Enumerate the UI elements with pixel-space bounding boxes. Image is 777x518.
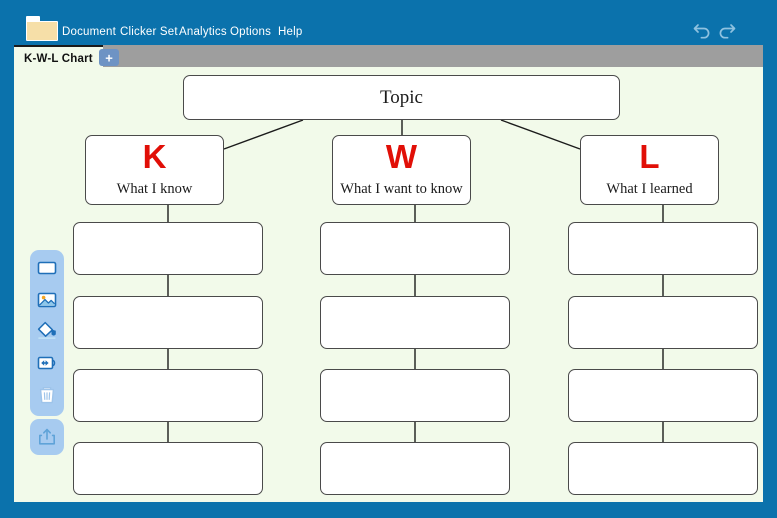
document-canvas[interactable]: Topic K What I know W What I want to kno… <box>14 67 763 502</box>
node-cell-k-4[interactable] <box>73 442 263 495</box>
menu-item-options[interactable]: Options <box>230 26 272 38</box>
tab-kwl-chart[interactable]: K-W-L Chart <box>14 45 103 70</box>
connector-lines <box>167 119 664 442</box>
tab-strip <box>14 45 763 67</box>
node-cell-w-2[interactable] <box>320 296 510 349</box>
plus-icon: + <box>105 50 113 65</box>
node-header-w-letter: W <box>385 138 418 175</box>
node-header-k[interactable]: K What I know <box>85 135 224 205</box>
menu-bar: Document Clicker Set Analytics Options H… <box>0 0 777 45</box>
node-header-l[interactable]: L What I learned <box>580 135 719 205</box>
share-export-icon[interactable] <box>35 425 59 449</box>
sound-icon[interactable] <box>35 351 59 375</box>
menu-item-document[interactable]: Document <box>62 26 117 38</box>
add-tab-button[interactable]: + <box>99 49 119 66</box>
node-cell-w-1[interactable] <box>320 222 510 275</box>
node-topic-label: Topic <box>380 86 423 108</box>
node-cell-l-3[interactable] <box>568 369 758 422</box>
paint-bucket-icon[interactable] <box>35 319 59 343</box>
redo-icon[interactable] <box>715 18 739 42</box>
tab-label: K-W-L Chart <box>24 52 93 65</box>
tool-palette <box>30 250 64 416</box>
node-cell-l-4[interactable] <box>568 442 758 495</box>
shape-rectangle-icon[interactable] <box>35 256 59 280</box>
node-header-w-subtitle: What I want to know <box>340 181 463 197</box>
menu-item-clicker-set[interactable]: Clicker Set <box>120 26 178 38</box>
folder-icon[interactable] <box>26 16 58 42</box>
node-cell-k-3[interactable] <box>73 369 263 422</box>
folder-icon-body <box>26 21 58 41</box>
node-header-k-letter: K <box>142 138 167 175</box>
folder-icon-tab <box>26 16 40 22</box>
node-header-l-letter: L <box>639 138 660 175</box>
node-topic[interactable]: Topic <box>183 75 620 120</box>
trash-icon[interactable] <box>35 383 59 407</box>
menu-item-help[interactable]: Help <box>278 26 303 38</box>
image-icon[interactable] <box>35 288 59 312</box>
node-cell-l-2[interactable] <box>568 296 758 349</box>
node-cell-w-4[interactable] <box>320 442 510 495</box>
share-palette <box>30 419 64 455</box>
node-cell-k-1[interactable] <box>73 222 263 275</box>
node-cell-w-3[interactable] <box>320 369 510 422</box>
node-cell-k-2[interactable] <box>73 296 263 349</box>
node-header-w[interactable]: W What I want to know <box>332 135 471 205</box>
node-header-l-subtitle: What I learned <box>606 181 693 197</box>
node-cell-l-1[interactable] <box>568 222 758 275</box>
menu-item-analytics[interactable]: Analytics <box>179 26 227 38</box>
undo-icon[interactable] <box>690 18 714 42</box>
node-header-k-subtitle: What I know <box>116 181 193 197</box>
